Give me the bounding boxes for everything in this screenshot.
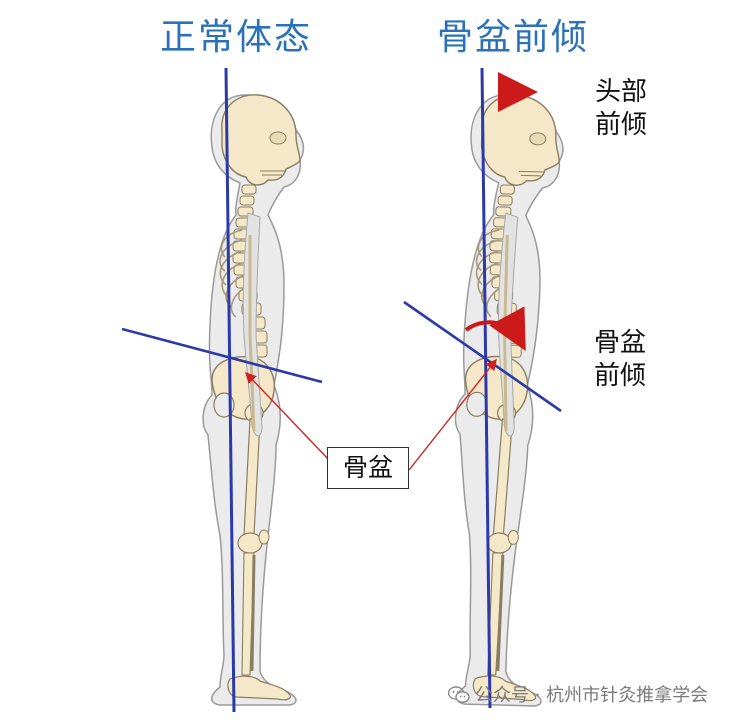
pelvis-callout-box: 骨盆	[327, 447, 409, 489]
plumb-line-tilt	[480, 67, 492, 709]
label-pelvis-forward-line2: 前倾	[594, 361, 647, 391]
pelvic-axis-tilt	[403, 300, 562, 413]
label-head-forward-line1: 头部	[595, 77, 648, 107]
normal-posture-figure	[201, 93, 305, 707]
pelvis-rotation-arrow	[464, 306, 526, 352]
wechat-icon	[447, 686, 470, 709]
title-normal-posture: 正常体态	[160, 17, 313, 58]
callout-line-tilt	[408, 358, 497, 471]
label-pelvis-forward-line1: 骨盆	[594, 328, 647, 358]
callout-line-normal	[245, 371, 331, 462]
label-head-forward-line2: 前倾	[595, 110, 648, 140]
title-pelvic-tilt: 骨盆前倾	[437, 17, 590, 58]
plumb-line-normal	[224, 67, 236, 713]
label-pelvis-forward: 骨盆 前倾	[594, 327, 646, 393]
label-head-forward: 头部 前倾	[595, 76, 647, 142]
pelvic-axis-normal	[121, 327, 323, 384]
watermark-text: 公众号 · 杭州市针灸推拿学会	[475, 685, 709, 706]
watermark: 公众号 · 杭州市针灸推拿学会	[447, 681, 709, 709]
